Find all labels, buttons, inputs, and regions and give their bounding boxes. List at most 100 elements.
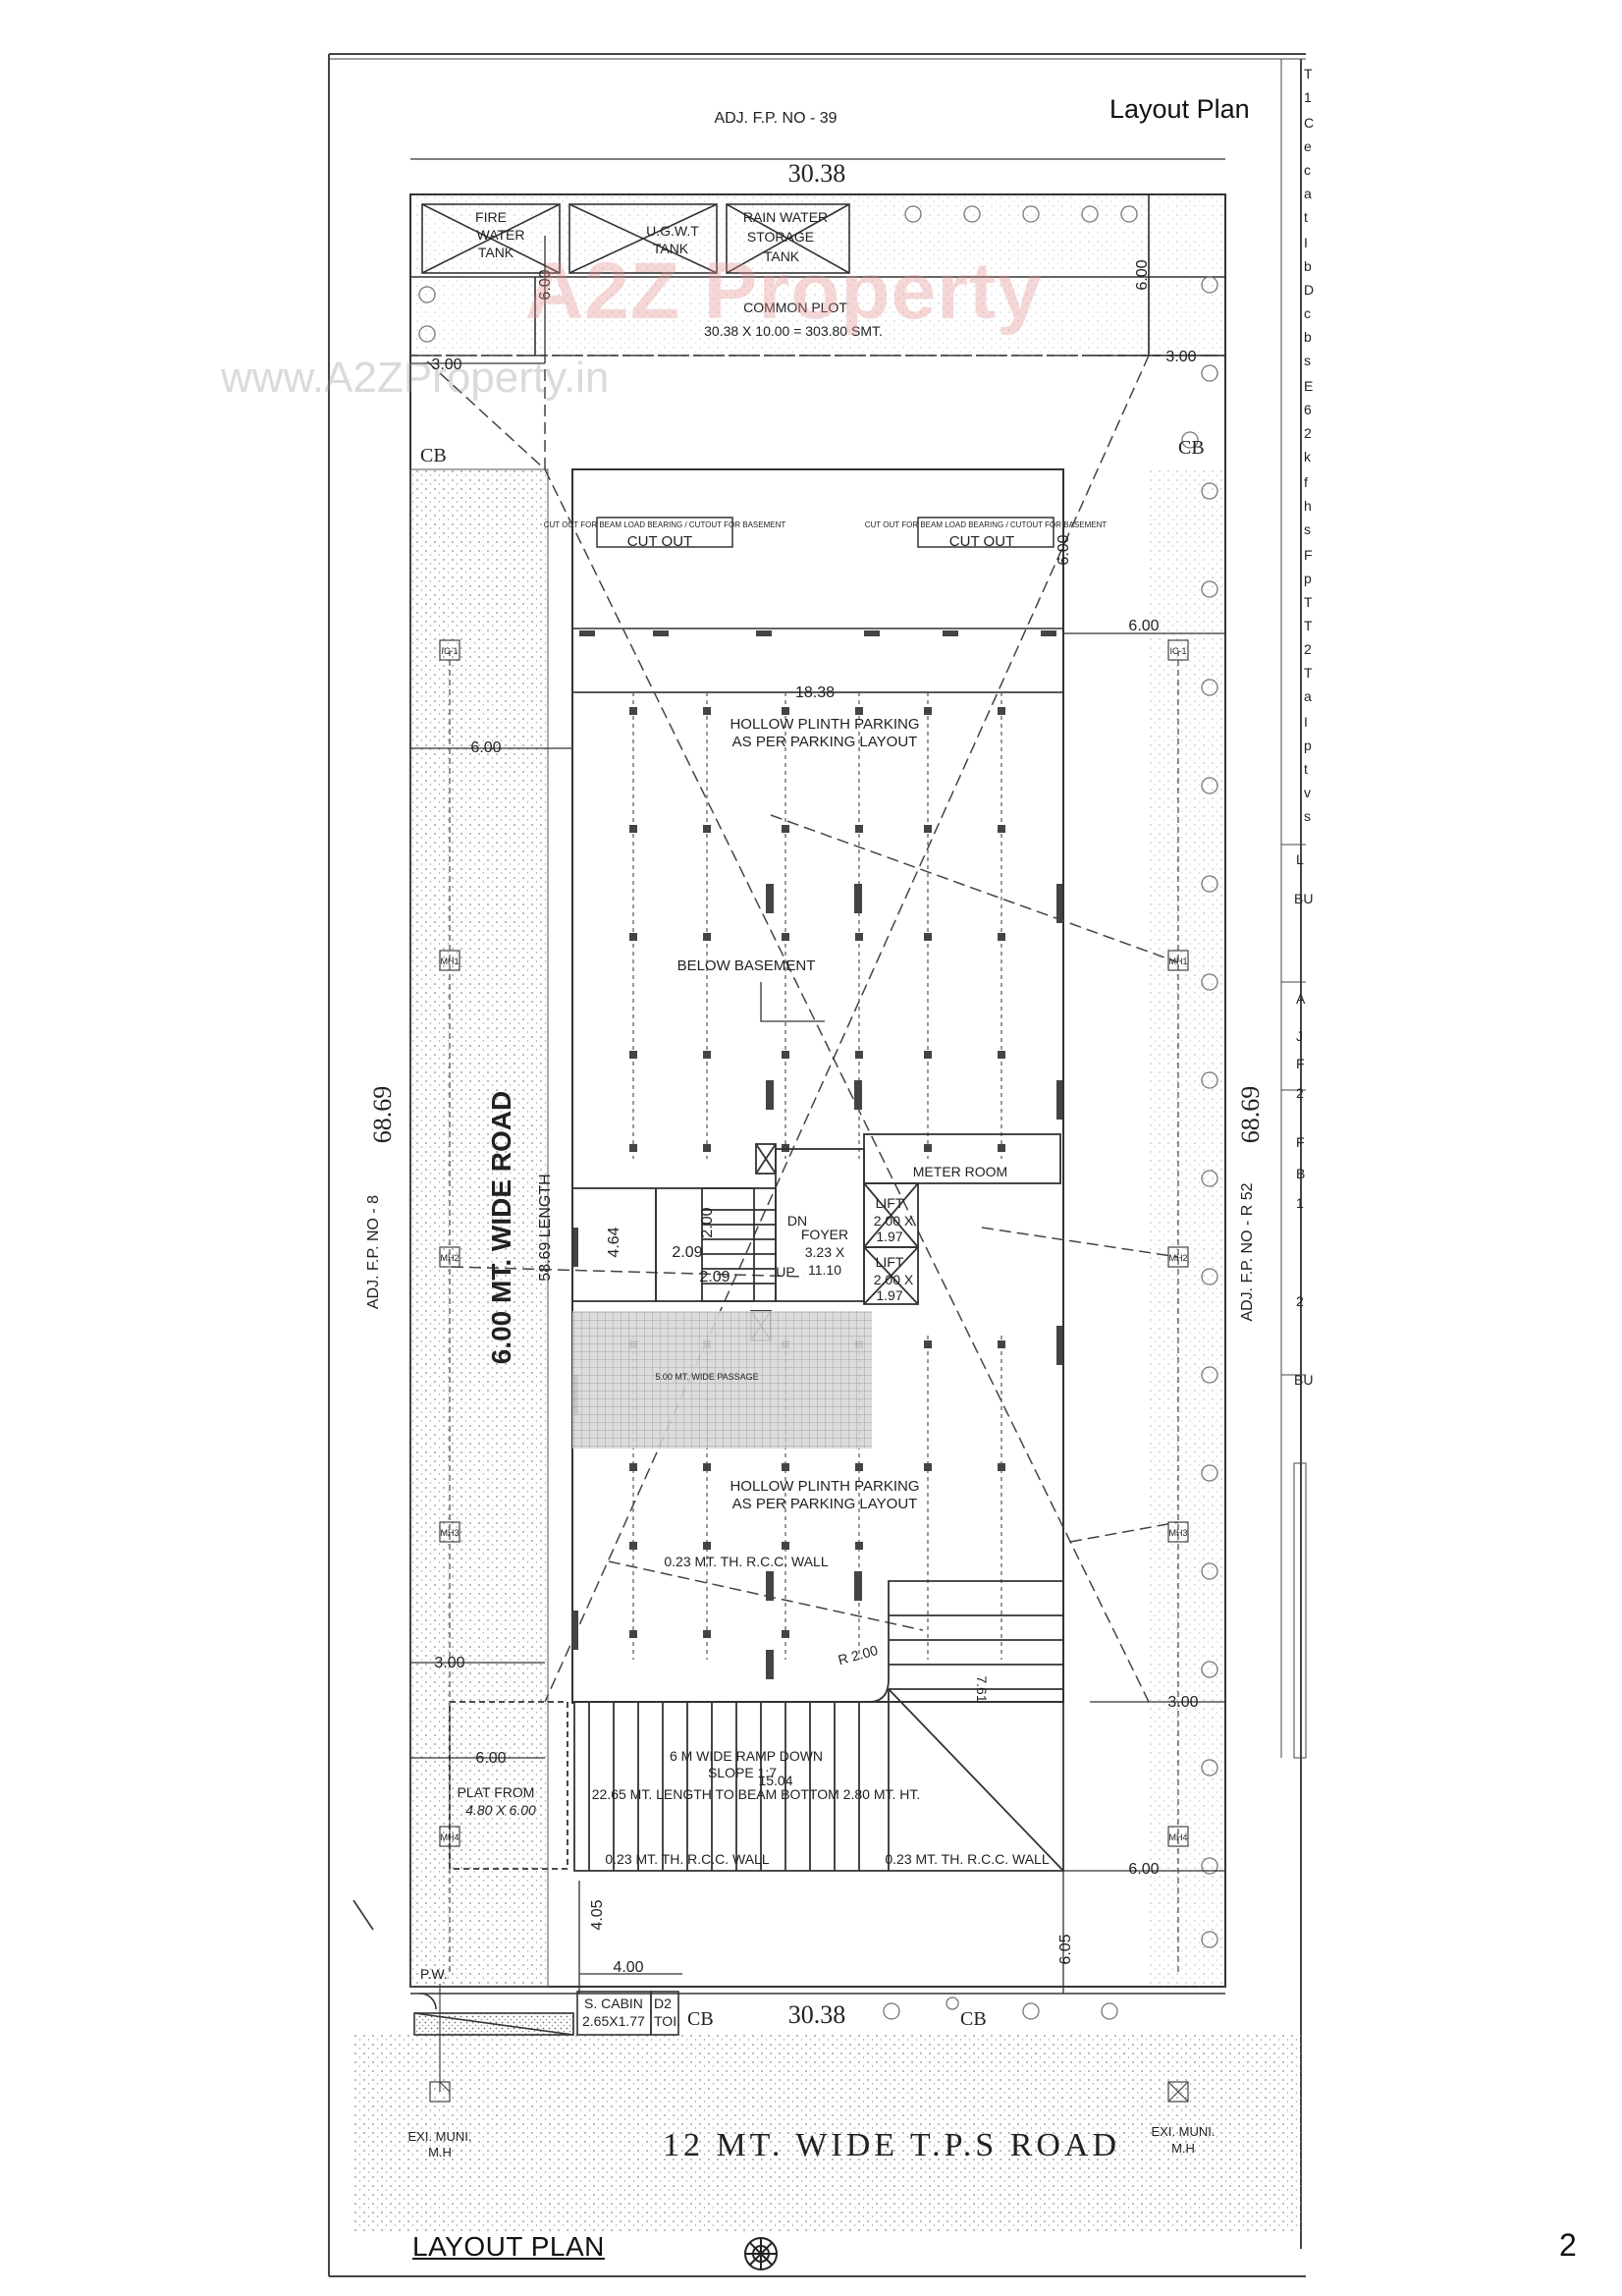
- svg-text:s: s: [1304, 521, 1311, 537]
- svg-text:f: f: [1304, 474, 1308, 490]
- svg-text:LIFT: LIFT: [876, 1195, 904, 1211]
- exi-muni-labels: EXI. MUNI. M.H EXI. MUNI. M.H: [407, 2124, 1215, 2159]
- cb-top-left: CB: [420, 445, 447, 466]
- svg-text:CUT OUT FOR BEAM LOAD BEARING: CUT OUT FOR BEAM LOAD BEARING / CUTOUT F…: [865, 520, 1108, 529]
- svg-text:STORAGE: STORAGE: [747, 229, 814, 245]
- rcc-wall-top: 0.23 MT. TH. R.C.C. WALL: [664, 1554, 828, 1569]
- road-bottom-label: 12 MT. WIDE T.P.S ROAD: [663, 2127, 1120, 2163]
- entrance-area: [352, 1899, 1225, 2036]
- toilet-label: TOI.: [654, 2013, 680, 2029]
- svg-text:BU: BU: [1294, 891, 1313, 906]
- cb-bottom-left: CB: [687, 2008, 714, 2030]
- common-plot-area: 30.38 X 10.00 = 303.80 SMT.: [704, 323, 883, 339]
- svg-text:v: v: [1304, 785, 1311, 800]
- entrance-labels: P.W. S. CABIN 2.65X1.77 D2 TOI. CB CB CB…: [420, 437, 1205, 2030]
- svg-text:AS PER PARKING LAYOUT: AS PER PARKING LAYOUT: [732, 1496, 918, 1512]
- svg-text:3.00: 3.00: [431, 356, 461, 373]
- svg-text:FOYER: FOYER: [801, 1227, 848, 1242]
- svg-text:2.09: 2.09: [672, 1244, 702, 1261]
- svg-text:6.00: 6.00: [1128, 1861, 1159, 1878]
- svg-text:AS PER PARKING LAYOUT: AS PER PARKING LAYOUT: [732, 734, 918, 750]
- road-left-length: 58.69 LENGTH: [537, 1174, 554, 1281]
- svg-text:EXI. MUNI.: EXI. MUNI.: [407, 2129, 471, 2144]
- svg-text:FIRE: FIRE: [475, 209, 507, 225]
- svg-text:s: s: [1304, 353, 1311, 368]
- svg-text:D: D: [1304, 282, 1314, 298]
- svg-text:HOLLOW PLINTH PARKING: HOLLOW PLINTH PARKING: [730, 1478, 919, 1495]
- svg-text:J: J: [1296, 1028, 1303, 1044]
- svg-text:4.00: 4.00: [613, 1959, 643, 1976]
- meter-room-label: METER ROOM: [913, 1164, 1007, 1179]
- svg-text:11.10: 11.10: [808, 1262, 841, 1278]
- svg-text:IC-1: IC-1: [441, 646, 458, 656]
- svg-text:BU: BU: [1294, 1372, 1313, 1388]
- svg-text:2: 2: [1296, 1085, 1304, 1101]
- adjacent-right: ADJ. F.P. NO - R 52: [1239, 1182, 1256, 1321]
- svg-text:IC-1: IC-1: [1169, 646, 1186, 656]
- svg-text:e: e: [1304, 138, 1312, 154]
- width-bottom: 30.38: [788, 2000, 846, 2029]
- cutouts: [596, 517, 1054, 548]
- svg-text:1: 1: [1304, 89, 1312, 105]
- svg-text:F: F: [1304, 547, 1313, 563]
- svg-text:SLOPE 1:7: SLOPE 1:7: [708, 1765, 777, 1780]
- svg-text:T: T: [1304, 594, 1313, 610]
- svg-text:RAIN WATER: RAIN WATER: [743, 209, 828, 225]
- svg-text:2.00: 2.00: [699, 1207, 716, 1237]
- svg-text:1.97: 1.97: [876, 1287, 902, 1303]
- svg-text:E: E: [1304, 378, 1313, 394]
- svg-text:3.00: 3.00: [434, 1655, 464, 1671]
- svg-text:c: c: [1304, 305, 1311, 321]
- svg-text:2: 2: [1304, 425, 1312, 441]
- columns: [572, 630, 1062, 1679]
- svg-text:6.00: 6.00: [1134, 259, 1151, 290]
- svg-text:2.65X1.77: 2.65X1.77: [582, 2013, 645, 2029]
- common-plot-label: COMMON PLOT: [743, 300, 847, 315]
- svg-text:h: h: [1304, 498, 1312, 514]
- svg-text:1: 1: [1296, 1195, 1304, 1211]
- svg-text:MH1: MH1: [440, 957, 459, 966]
- svg-text:a: a: [1304, 186, 1312, 201]
- svg-text:B: B: [1296, 1166, 1305, 1181]
- tank-labels: FIRE WATER TANK U.G.W.T TANK RAIN WATER …: [475, 209, 883, 339]
- svg-text:UP: UP: [776, 1264, 794, 1280]
- watermark-logo: A2Z Property: [525, 246, 1043, 336]
- passage-label: 5.00 MT. WIDE PASSAGE: [655, 1372, 758, 1382]
- svg-text:HOLLOW PLINTH PARKING: HOLLOW PLINTH PARKING: [730, 716, 919, 733]
- ramp: [449, 1580, 1064, 1872]
- svg-text:TANK: TANK: [764, 248, 800, 264]
- svg-text:2.00 X: 2.00 X: [874, 1213, 914, 1229]
- svg-text:6 M WIDE RAMP DOWN: 6 M WIDE RAMP DOWN: [670, 1748, 823, 1764]
- svg-text:DN: DN: [787, 1213, 807, 1229]
- left-road-hatch: [409, 468, 549, 1988]
- watermark-url: www.A2ZProperty.in: [221, 354, 610, 402]
- svg-text:MH4: MH4: [440, 1832, 459, 1842]
- svg-text:2: 2: [1304, 641, 1312, 657]
- svg-text:MH1: MH1: [1168, 957, 1187, 966]
- cb-bottom-right: CB: [960, 2008, 987, 2030]
- page-title: Layout Plan: [1109, 94, 1250, 124]
- road-left-label: 6.00 MT. WIDE ROAD: [486, 1091, 516, 1364]
- svg-text:3.00: 3.00: [1167, 1694, 1198, 1711]
- below-basement-marker: [760, 982, 825, 1022]
- dimension-lines: [410, 158, 1225, 1994]
- svg-text:L: L: [1296, 851, 1304, 867]
- bottom-road-hatch: [353, 2035, 1301, 2231]
- svg-text:6.00: 6.00: [1128, 618, 1159, 634]
- page-number: 2: [1559, 2227, 1577, 2263]
- rcc-wall-bottom-right: 0.23 MT. TH. R.C.C. WALL: [885, 1851, 1049, 1867]
- svg-text:4.05: 4.05: [589, 1899, 606, 1930]
- svg-text:1.97: 1.97: [876, 1229, 902, 1244]
- svg-text:TANK: TANK: [478, 245, 514, 260]
- svg-text:MH4: MH4: [1168, 1832, 1187, 1842]
- svg-text:3.00: 3.00: [1165, 349, 1196, 365]
- svg-text:F: F: [1296, 1134, 1305, 1150]
- svg-text:U.G.W.T: U.G.W.T: [646, 223, 699, 239]
- svg-text:MH3: MH3: [1168, 1528, 1187, 1538]
- cutout-right: CUT OUT: [949, 533, 1014, 550]
- right-margin-hatch: [1149, 469, 1225, 1987]
- core-labels: METER ROOM FOYER 3.23 X 11.10 LIFT 2.00 …: [776, 1164, 1007, 1303]
- width-top: 30.38: [788, 159, 846, 188]
- adjacent-left: ADJ. F.P. NO - 8: [365, 1195, 382, 1309]
- svg-text:a: a: [1304, 688, 1312, 704]
